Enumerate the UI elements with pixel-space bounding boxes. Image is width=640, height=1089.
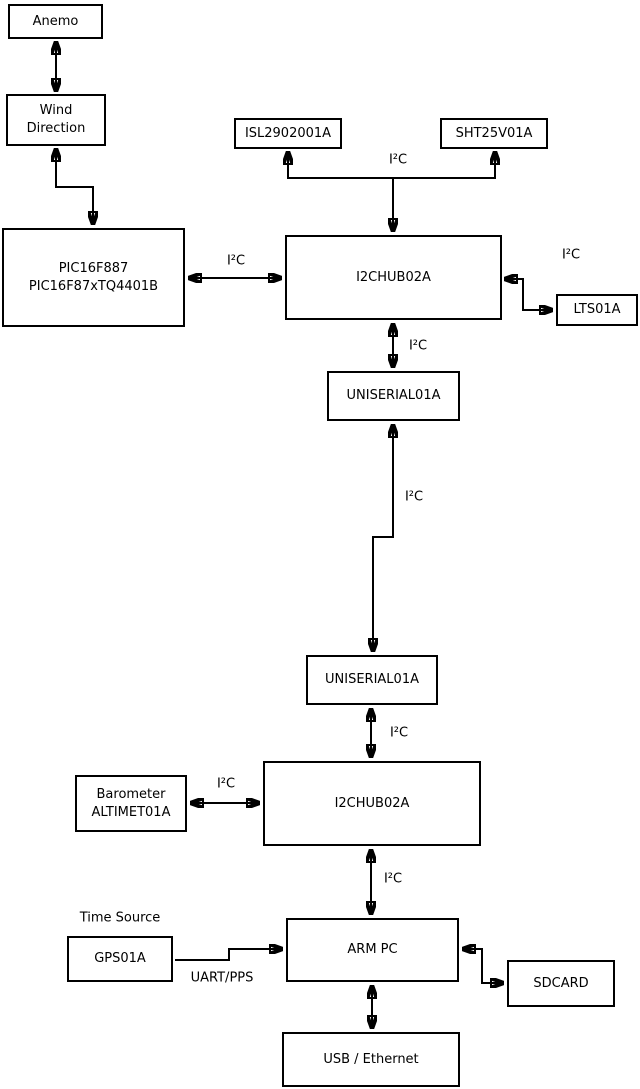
node-i2chub02a-bottom: I2CHUB02A [263,761,481,846]
node-isl2902001a: ISL2902001A [234,118,342,149]
node-usb-ethernet: USB / Ethernet [282,1032,460,1087]
edge-label-i2c-uniserial-hub2: I²C [389,725,409,741]
edge-label-i2c-barometer-hub2: I²C [216,776,236,792]
node-arm-pc: ARM PC [286,918,459,982]
edge-winddirection-pic [56,150,93,223]
node-uniserial01a-bottom: UNISERIAL01A [306,655,438,705]
node-gps01a: GPS01A [67,936,173,982]
label-time-source: Time Source [79,910,161,926]
edge-gps-armpc [175,949,281,961]
node-pic16f887: PIC16F887 PIC16F87xTQ4401B [2,228,185,327]
edge-branch-isl-sht [288,153,495,179]
edge-label-i2c-pic-hub: I²C [226,253,246,269]
node-i2chub02a-top: I2CHUB02A [285,235,502,320]
edge-armpc-sdcard [464,949,502,983]
node-uniserial01a-top: UNISERIAL01A [327,371,460,421]
edge-i2chub-top-lts [506,279,551,310]
node-sht25v01a: SHT25V01A [440,118,548,149]
edge-label-i2c-sensor-branch: I²C [388,152,408,168]
edge-label-i2c-uniserial-link: I²C [404,489,424,505]
node-anemo: Anemo [8,4,103,39]
node-barometer-altimet01a: Barometer ALTIMET01A [75,775,187,832]
edge-label-i2c-hub-uniserial: I²C [408,338,428,354]
node-sdcard: SDCARD [507,960,615,1007]
node-wind-direction: Wind Direction [6,94,106,146]
edge-label-uart-pps: UART/PPS [190,970,254,986]
edge-uniserial-top-uniserial-bottom [373,426,393,650]
edge-label-i2c-hub-lts: I²C [561,247,581,263]
edge-label-i2c-hub2-armpc: I²C [383,871,403,887]
node-lts01a: LTS01A [556,294,638,326]
